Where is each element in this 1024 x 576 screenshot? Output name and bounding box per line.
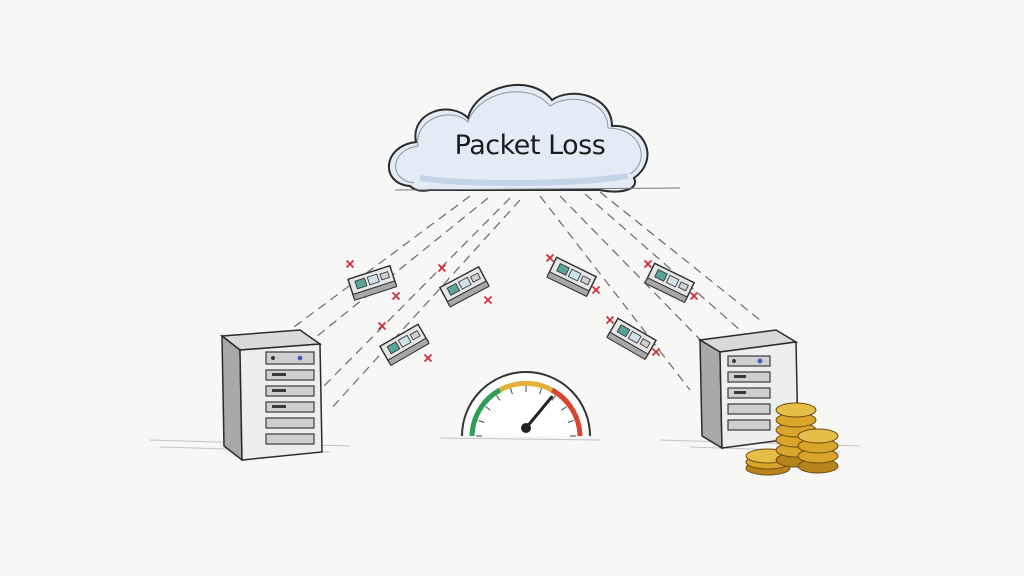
path-line xyxy=(599,191,761,321)
x-mark-icon xyxy=(423,353,433,363)
gauge-tick xyxy=(478,420,485,423)
x-mark-icon xyxy=(545,253,555,263)
packets-group xyxy=(345,253,699,367)
network-packet-icon xyxy=(438,265,490,308)
x-mark-icon xyxy=(643,259,653,269)
gauge-tick xyxy=(561,406,567,411)
gauge-tick xyxy=(510,388,513,395)
path-line xyxy=(299,197,489,351)
gauge-tick xyxy=(485,406,491,411)
path-line xyxy=(584,193,741,331)
path-line xyxy=(539,195,691,391)
gauge-tick xyxy=(567,420,574,423)
x-mark-icon xyxy=(345,259,355,269)
x-mark-icon xyxy=(651,347,661,357)
network-packet-icon xyxy=(644,262,696,304)
coin-stack-icon xyxy=(745,402,839,476)
x-mark-icon xyxy=(391,291,401,301)
x-mark-icon xyxy=(689,291,699,301)
path-line xyxy=(559,195,721,361)
speed-gauge-icon xyxy=(461,371,591,437)
server-left xyxy=(220,329,323,462)
network-packet-icon xyxy=(347,264,398,301)
packet-paths xyxy=(289,191,761,411)
gauge-tick xyxy=(496,395,501,401)
x-mark-icon xyxy=(437,263,447,273)
x-mark-icon xyxy=(377,321,387,331)
gauge-ticks xyxy=(476,386,576,437)
gauge-hub xyxy=(521,423,531,433)
network-packet-icon xyxy=(546,256,598,298)
cloud-icon: Packet Loss xyxy=(387,84,681,193)
path-line xyxy=(319,197,511,391)
path-line xyxy=(329,199,521,411)
path-line xyxy=(289,195,471,331)
gauge-tick xyxy=(539,388,542,395)
x-mark-icon xyxy=(483,295,493,305)
x-mark-icon xyxy=(591,285,601,295)
network-packet-icon xyxy=(606,317,658,361)
gauge-needle xyxy=(524,395,553,430)
cloud-title: Packet Loss xyxy=(455,130,606,161)
x-mark-icon xyxy=(605,315,615,325)
gauge-tick xyxy=(551,395,556,401)
network-packet-icon xyxy=(378,323,430,367)
